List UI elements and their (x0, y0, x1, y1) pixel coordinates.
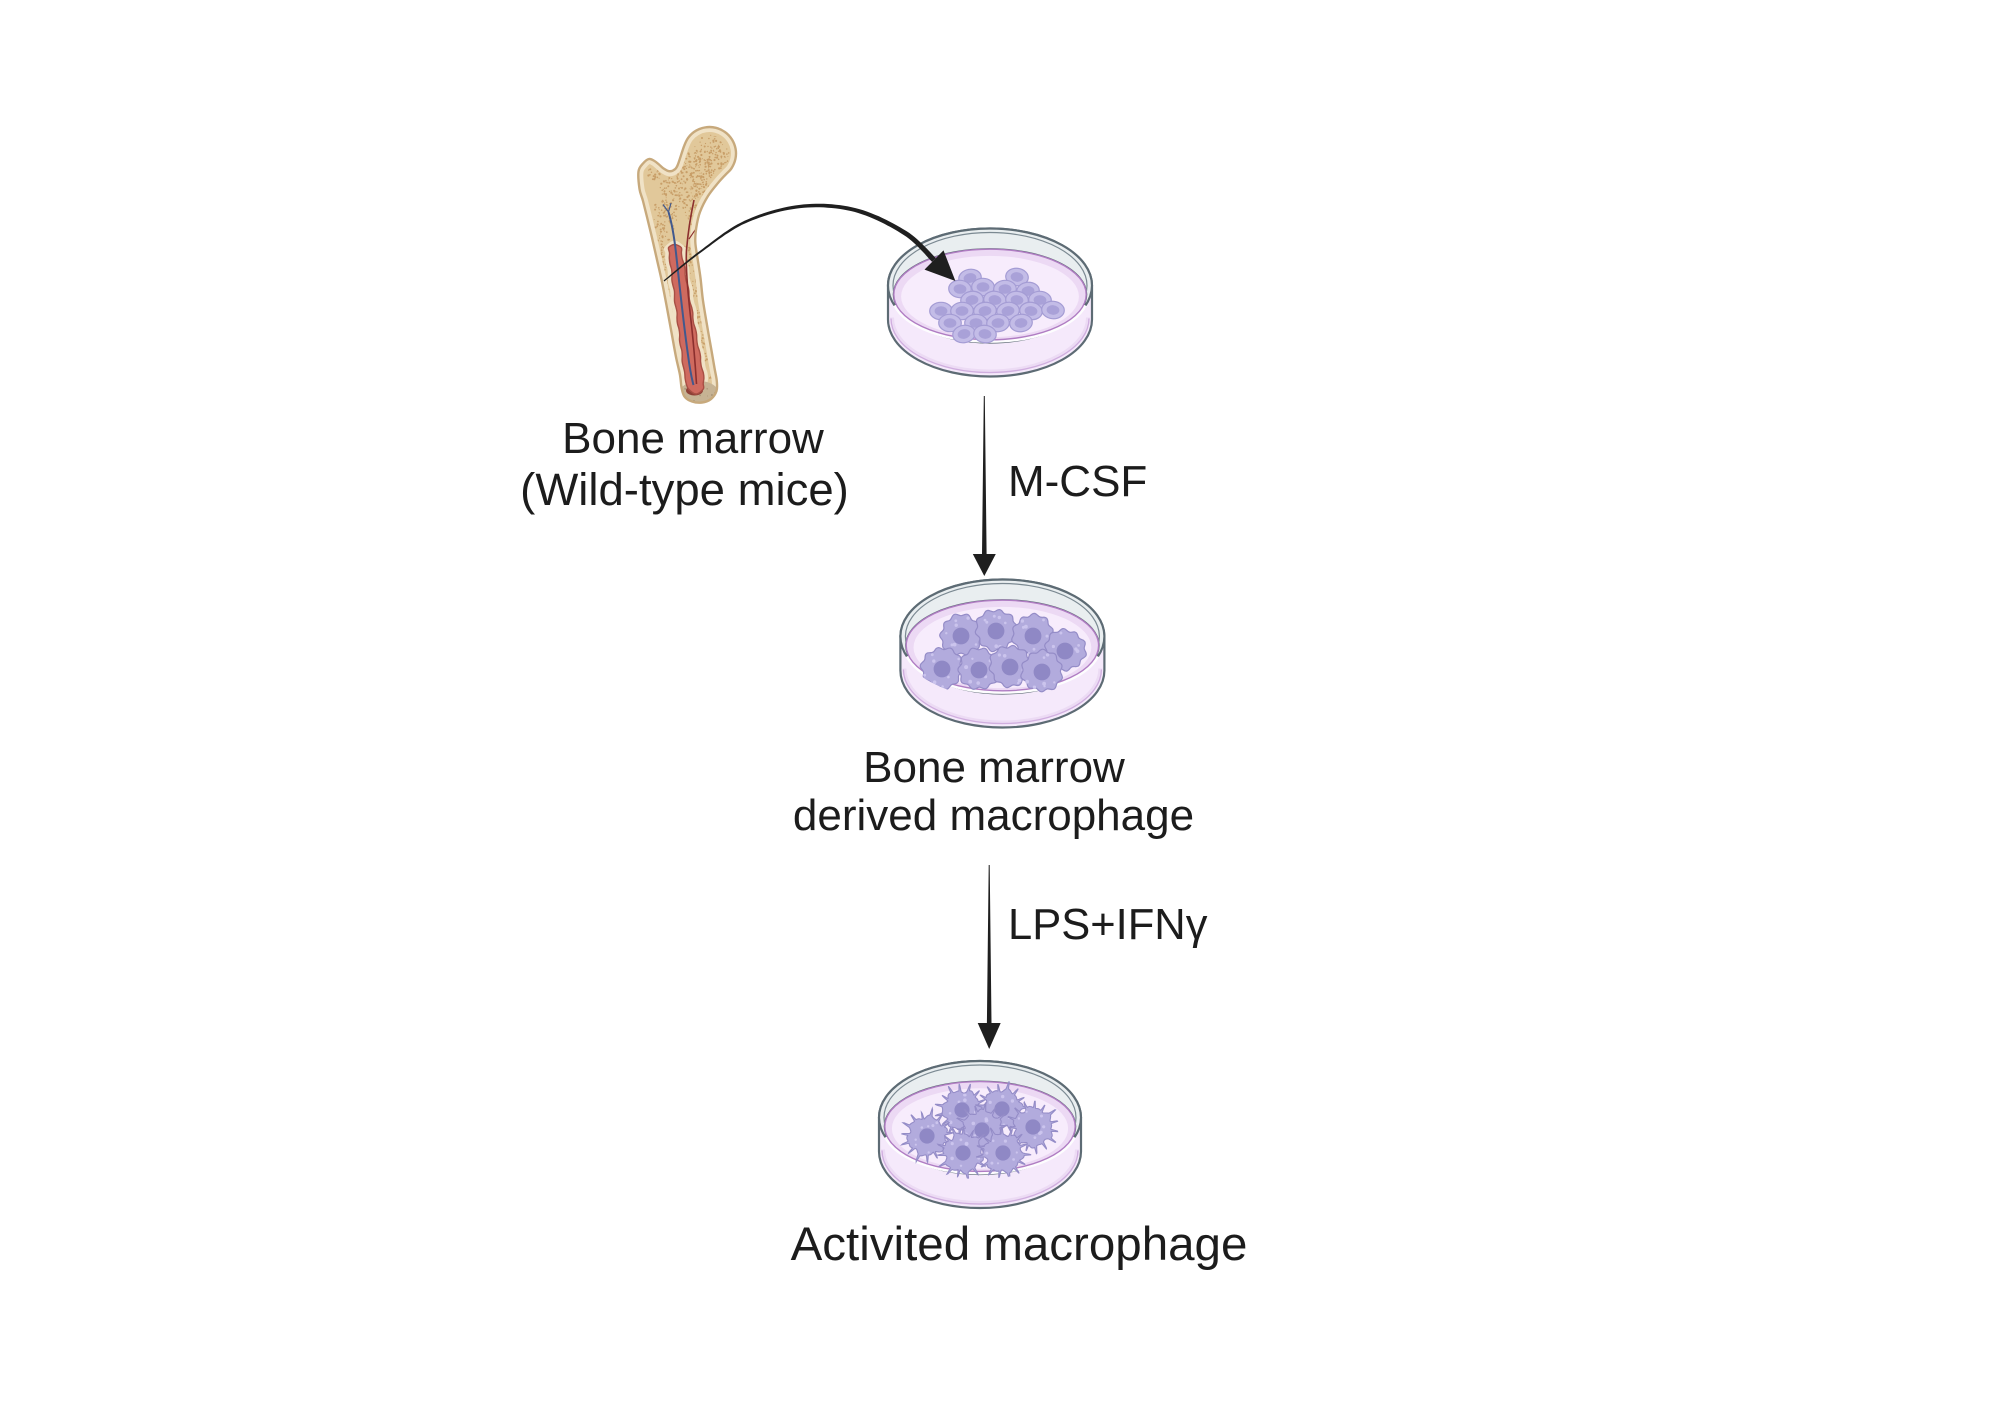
svg-text:LPS+IFNγ: LPS+IFNγ (1008, 901, 1208, 949)
svg-text:Activited macrophage: Activited macrophage (791, 1218, 1248, 1271)
svg-text:derived macrophage: derived macrophage (793, 791, 1194, 840)
svg-text:Bone marrow: Bone marrow (863, 743, 1125, 792)
svg-text:Bone marrow: Bone marrow (562, 414, 824, 463)
svg-text:(Wild-type mice): (Wild-type mice) (520, 464, 849, 515)
svg-text:M-CSF: M-CSF (1008, 457, 1147, 506)
